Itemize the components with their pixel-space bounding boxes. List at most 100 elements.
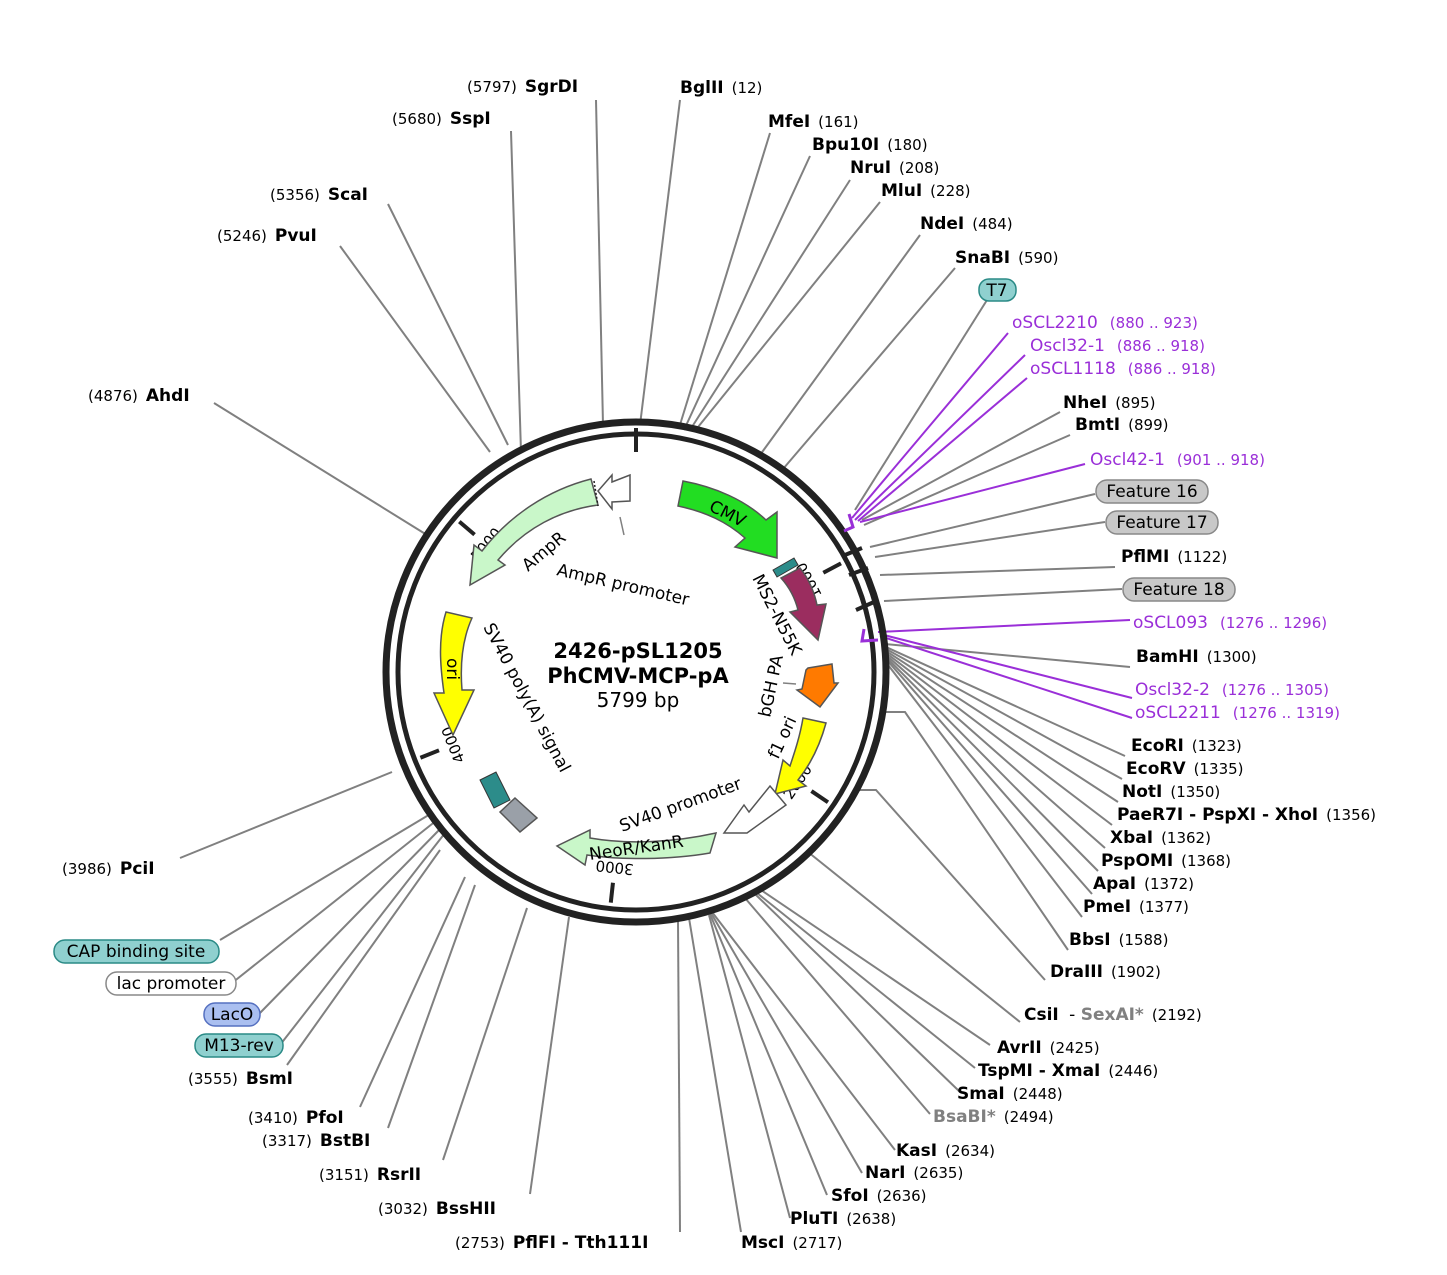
badge-cap-binding-site: CAP binding site <box>53 939 220 964</box>
line-pflmi <box>879 566 1116 576</box>
site-label-bpu10i: Bpu10I(180) <box>812 135 928 155</box>
site-label-sfoi: SfoI(2636) <box>831 1186 927 1206</box>
feature-label-neor: NeoR/KanR <box>588 832 685 865</box>
line-cap <box>219 812 433 941</box>
site-label-pflmi: PflMI(1122) <box>1121 547 1227 567</box>
line-paer7i <box>885 652 1113 826</box>
feature-bgh-arrow <box>795 663 840 709</box>
line-pspomi <box>885 656 1099 872</box>
line-f16 <box>869 493 1096 548</box>
ring-site-marks <box>634 428 875 612</box>
line-ecorv <box>885 648 1123 780</box>
site-label-apai: ApaI(1372) <box>1093 874 1194 894</box>
line-bstbi <box>387 884 476 1129</box>
line-oscl1118 <box>857 377 1028 522</box>
svg-text:CAP binding site: CAP binding site <box>67 942 206 962</box>
site-label-ecorv: EcoRV(1335) <box>1126 759 1244 779</box>
line-sfoi <box>709 913 828 1196</box>
line-oscl32-1 <box>854 354 1026 521</box>
site-label-pfoi: (3410)PfoI <box>248 1108 344 1128</box>
plasmid-length: 5799 bp <box>597 688 680 712</box>
line-oscl093 <box>877 619 1131 633</box>
svg-text:T7: T7 <box>985 281 1007 301</box>
site-label-mlui: MluI(228) <box>881 181 971 201</box>
site-label-pvui: (5246)PvuI <box>217 226 317 246</box>
ring-tick-5000 <box>458 520 476 537</box>
plasmid-name-line2: PhCMV-MCP-pA <box>547 664 729 688</box>
line-oscl42-1 <box>859 463 1086 523</box>
line-draiii <box>855 789 1046 981</box>
line-smai <box>755 894 961 1093</box>
line-bbsi <box>882 711 1069 951</box>
line-snabi <box>782 267 956 470</box>
badge-lac-promoter: lac promoter <box>105 971 237 996</box>
ring-tick-2000 <box>810 789 830 804</box>
svg-text:Feature 16: Feature 16 <box>1106 482 1197 502</box>
site-label-avrii: AvrII(2425) <box>997 1038 1100 1058</box>
feature-amprprom-arrow <box>597 473 631 512</box>
badges: T7 Feature 16 Feature 17 Feature 18 CAP … <box>53 278 1236 1058</box>
line-msci <box>688 917 742 1233</box>
line-laco <box>257 826 443 1016</box>
line-kasi <box>711 911 896 1151</box>
feature-label-bgh: bGH PA <box>755 653 788 719</box>
line-frui <box>689 179 851 431</box>
site-label-sspi: (5680)SspI <box>392 109 491 129</box>
site-label-scai: (5356)ScaI <box>270 185 368 205</box>
ring-tick-4000 <box>419 748 440 760</box>
line-bamhi <box>884 643 1131 668</box>
badge-t7: T7 <box>978 278 1017 302</box>
line-apai <box>885 658 1093 895</box>
svg-text:lac promoter: lac promoter <box>117 974 226 994</box>
feature-polya-stripes <box>479 771 511 809</box>
line-ecori <box>885 646 1126 757</box>
line-bpu10i <box>683 155 811 431</box>
line-oscl2211 <box>879 635 1133 719</box>
site-label-sgrdi: (5797)SgrDI <box>467 77 578 97</box>
line-mlui <box>693 201 881 433</box>
site-label-kasi: KasI(2634) <box>896 1141 995 1161</box>
site-label-pluti: PluTI(2638) <box>790 1209 896 1229</box>
line-noti <box>885 650 1119 803</box>
line-m13 <box>279 832 446 1046</box>
line-pmei <box>884 660 1083 918</box>
primer-labels: oSCL2210(880 .. 923) Oscl32-1(886 .. 918… <box>1012 313 1340 723</box>
line-pcii <box>179 771 393 859</box>
site-label-csii: CsiI - SexAI*(2192) <box>1024 1005 1202 1025</box>
ring-tick-3000 <box>608 882 615 903</box>
feature-ms2-stripe <box>772 557 799 578</box>
ring-tick-1000 <box>822 561 842 575</box>
feature-grey-box <box>498 796 539 834</box>
line-oscl32-2 <box>879 633 1133 699</box>
site-label-bglii: BglII(12) <box>680 78 762 98</box>
site-label-ndei: NdeI(484) <box>920 214 1013 234</box>
site-label-nari: NarI(2635) <box>865 1163 963 1183</box>
site-label-bmti: BmtI(899) <box>1075 415 1168 435</box>
line-avrii <box>760 889 991 1046</box>
site-label-ahdi: (4876)AhdI <box>88 386 190 406</box>
line-ndei <box>759 234 921 456</box>
line-f17 <box>874 521 1106 558</box>
feature-ori-arrow <box>432 611 476 737</box>
svg-text:M13-rev: M13-rev <box>204 1036 274 1056</box>
site-label-mfei: MfeI(161) <box>768 112 859 132</box>
site-label-paer7i: PaeR7I - PspXI - XhoI(1356) <box>1117 805 1376 825</box>
features <box>432 473 840 867</box>
line-sspi <box>510 130 522 453</box>
primer-label-oscl2211: oSCL2211(1276 .. 1319) <box>1135 703 1340 723</box>
primer-label-oscl2210: oSCL2210(880 .. 923) <box>1012 313 1198 333</box>
site-label-pflfi: (2753)PflFI - Tth111I <box>455 1233 648 1253</box>
feature-sv40prom-arrow <box>722 784 788 834</box>
site-connector-lines <box>179 99 1131 1233</box>
line-scai <box>387 203 509 446</box>
primer-label-oscl42-1: Oscl42-1(901 .. 918) <box>1090 450 1265 470</box>
feature-amprprom-leader <box>619 516 625 536</box>
line-bglii <box>639 99 681 426</box>
site-label-pmei: PmeI(1377) <box>1083 897 1189 917</box>
site-label-bsmi: (3555)BsmI <box>188 1069 293 1089</box>
line-pluti <box>708 914 791 1219</box>
feature-f1ori-arrow <box>773 717 827 796</box>
site-labels: (5797)SgrDI BglII(12) (5680)SspI MfeI(16… <box>62 77 1376 1253</box>
line-nari <box>710 912 863 1174</box>
